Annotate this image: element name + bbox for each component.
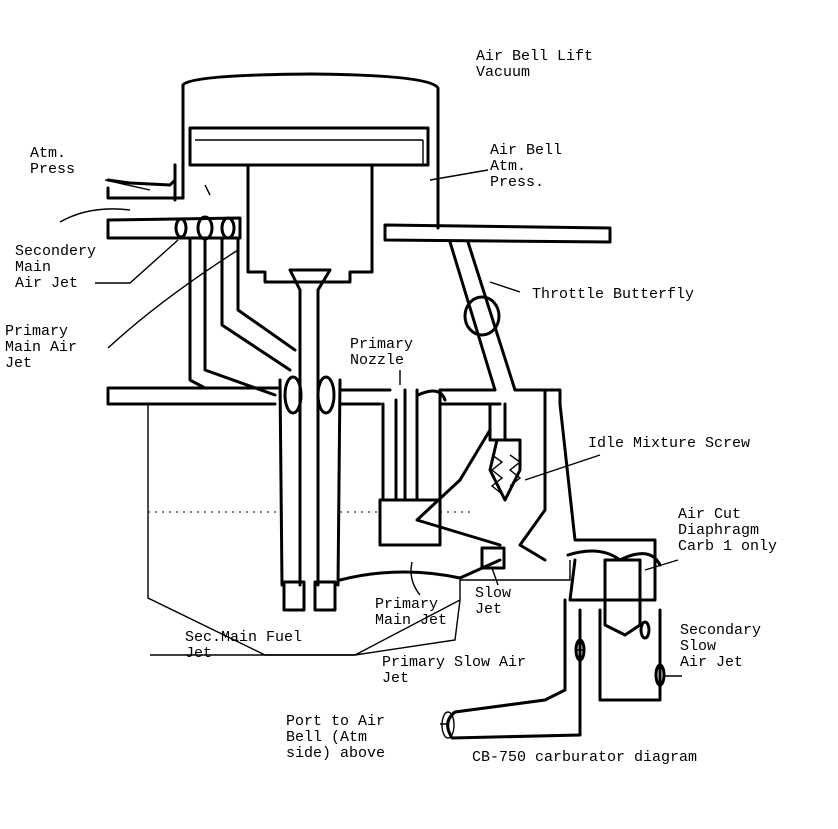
slow-jet bbox=[480, 546, 506, 570]
throttle-butterfly-disc bbox=[463, 295, 501, 337]
diagram-caption: CB-750 carburator diagram bbox=[472, 749, 698, 766]
label-idle-mixture-screw: Idle Mixture Screw bbox=[588, 435, 751, 452]
label-throttle-butterfly: Throttle Butterfly bbox=[532, 286, 695, 303]
air-bell-piston bbox=[188, 126, 430, 167]
leader-lines bbox=[95, 169, 682, 725]
sec-main-jet-2 bbox=[313, 580, 337, 612]
piston-body bbox=[246, 163, 374, 284]
throttle-bore-top bbox=[383, 223, 612, 244]
air-bell-dome bbox=[181, 72, 440, 224]
needle-jet bbox=[278, 288, 342, 587]
sec-main-fuel-jet bbox=[282, 580, 306, 612]
upper-air-passage bbox=[106, 216, 242, 240]
idle-mixture-screw bbox=[488, 402, 522, 502]
label-atm-press: Atm.Press bbox=[30, 145, 76, 178]
throttle-bore bbox=[448, 240, 517, 392]
float-bowl bbox=[147, 404, 571, 656]
main-body-plate bbox=[106, 386, 562, 406]
air-cut-diaphragm bbox=[603, 558, 642, 637]
